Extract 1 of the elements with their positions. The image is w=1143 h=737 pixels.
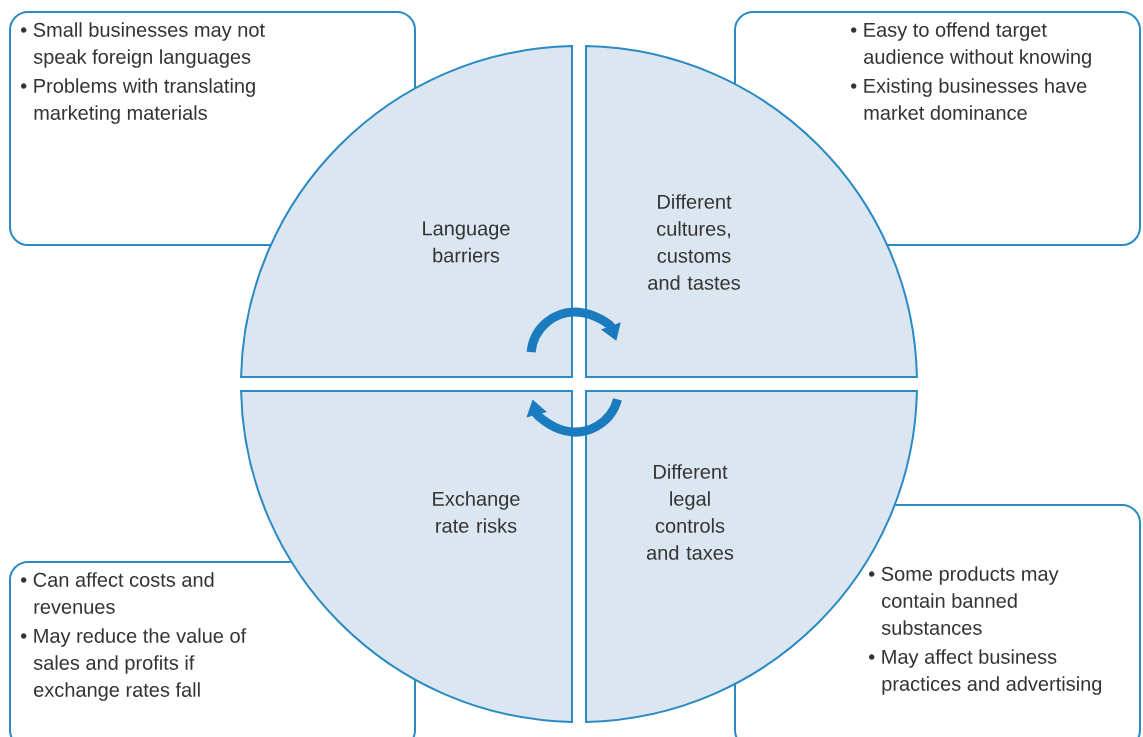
cycle-arrow — [526, 307, 621, 353]
